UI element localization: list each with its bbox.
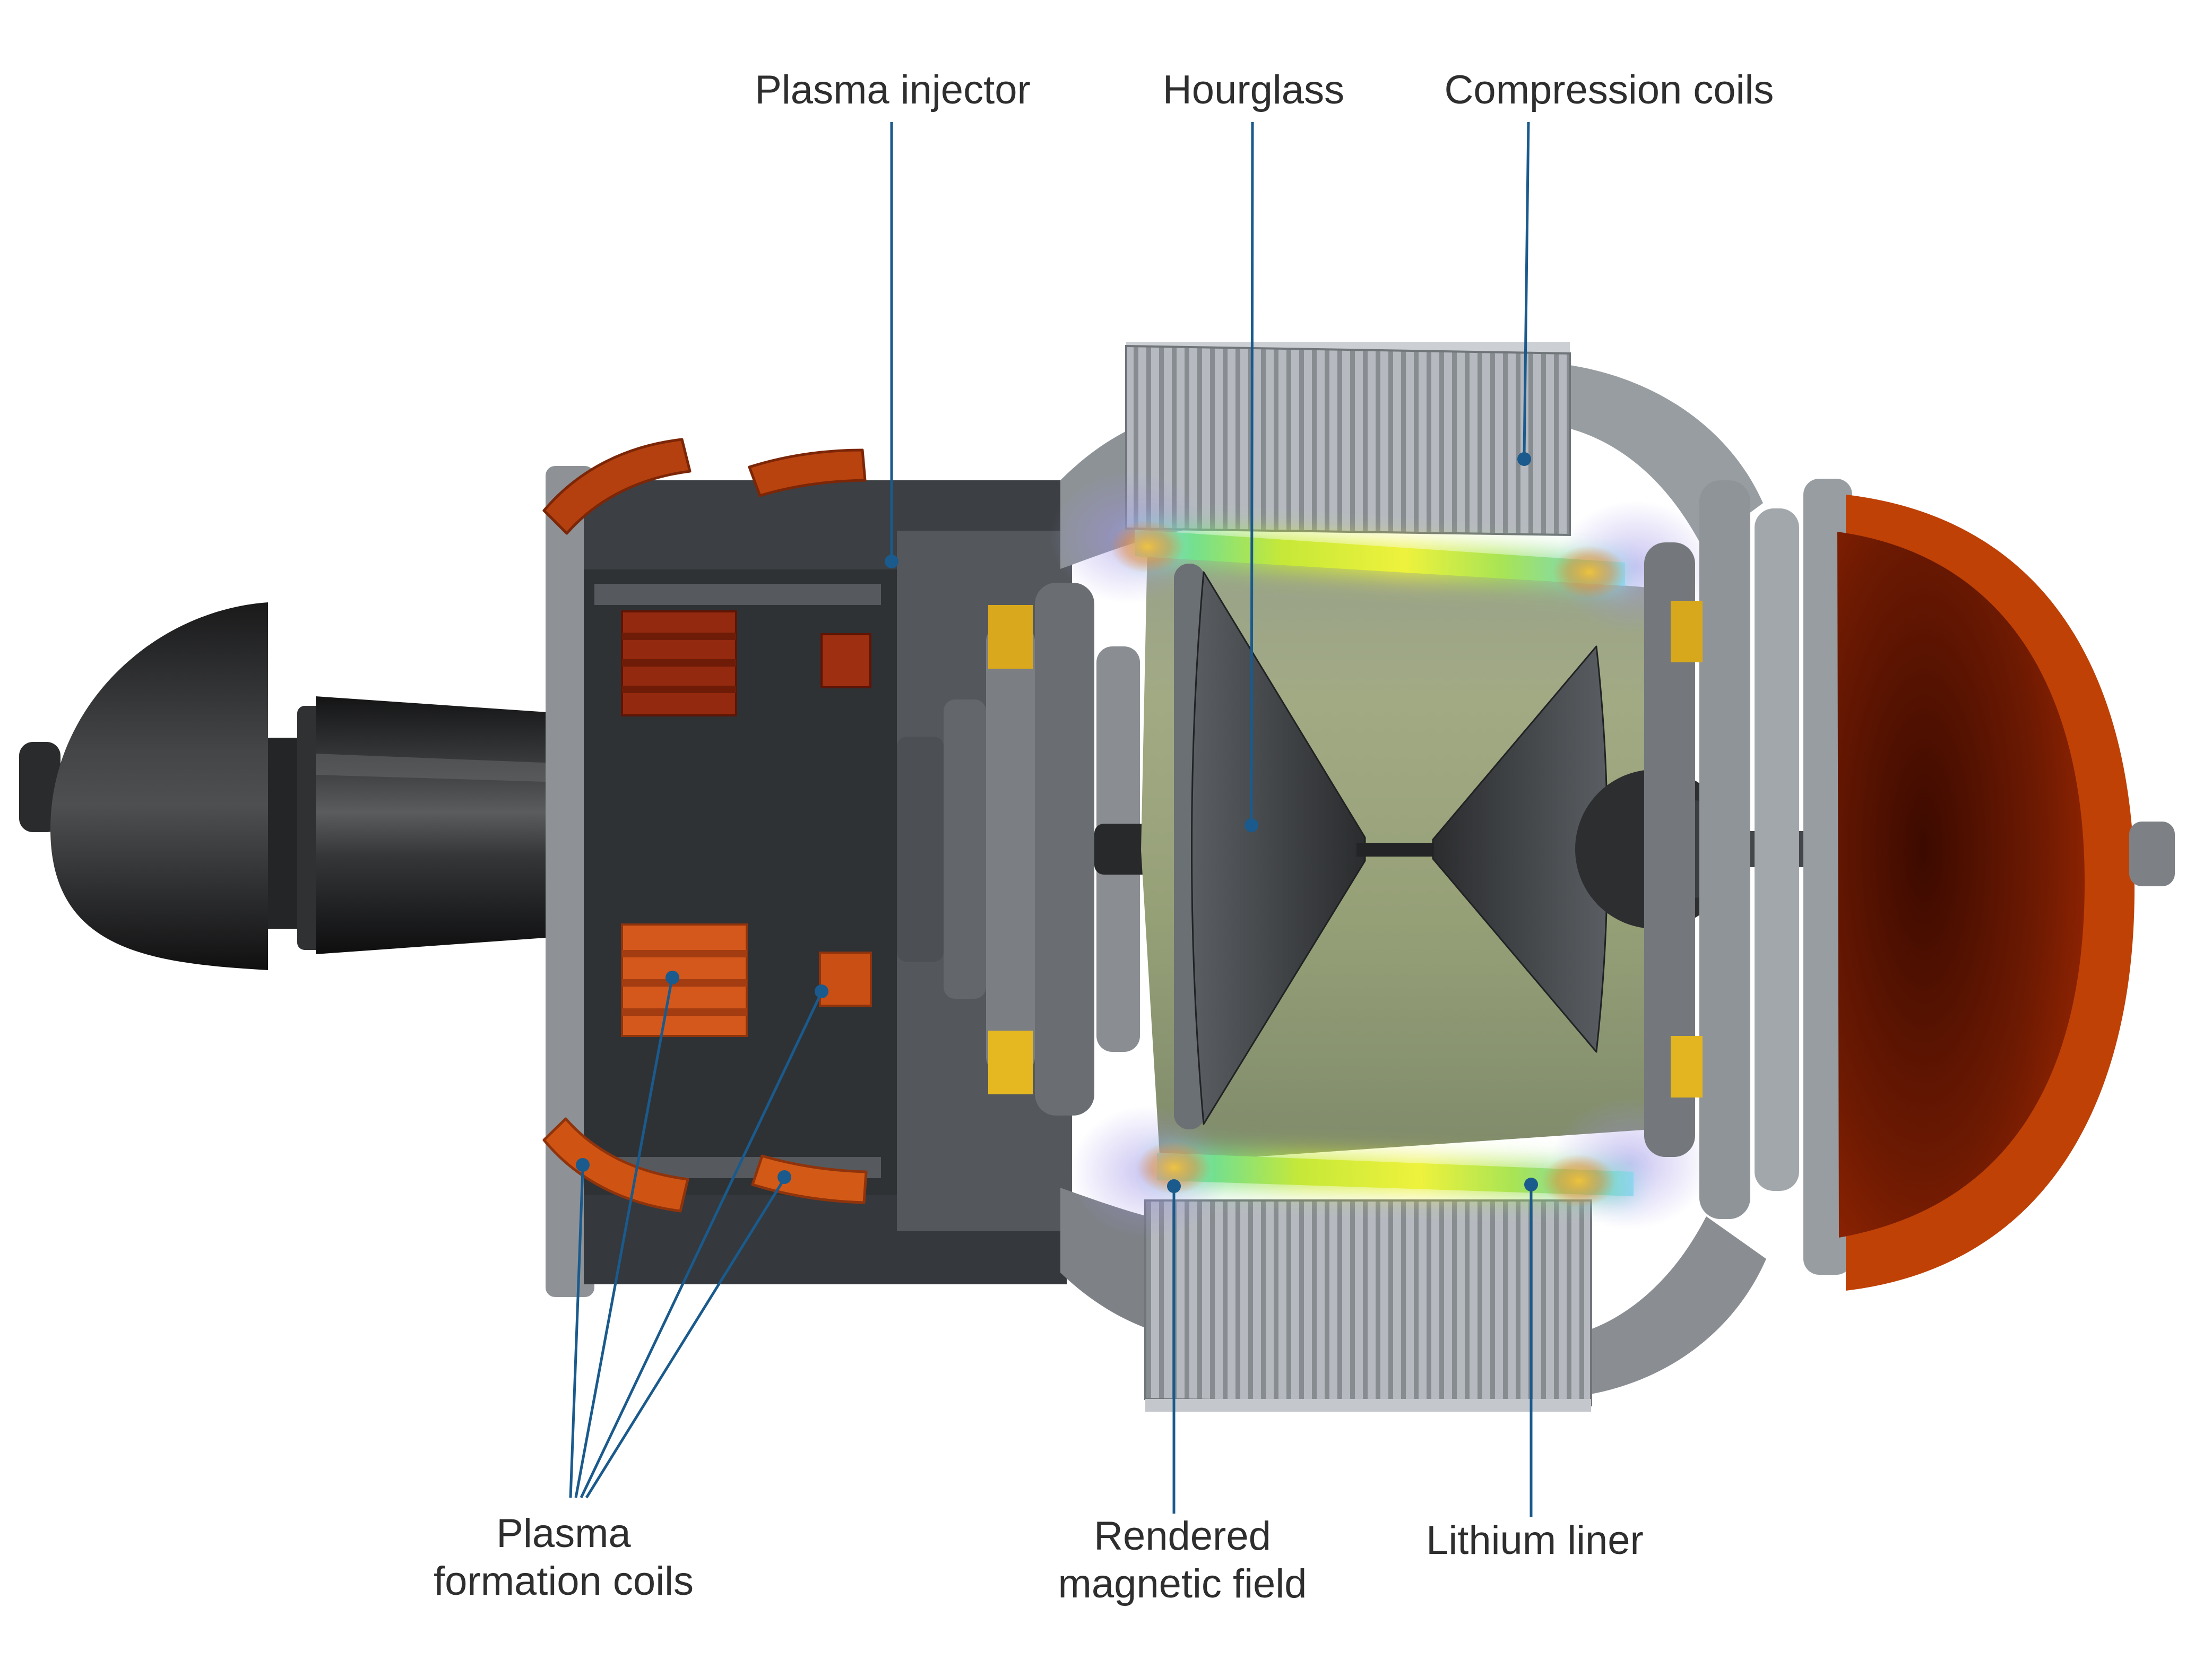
- orange-arc-bottom-left: [542, 1117, 689, 1213]
- plasma-formation-coil-top-large: [621, 610, 737, 716]
- plasma-formation-coil-bottom-large: [621, 923, 748, 1037]
- field-hotspot-4: [1542, 1154, 1616, 1207]
- leader-dot: [777, 1170, 791, 1184]
- hourglass-left-cone: [1191, 571, 1366, 1125]
- right-disc-3: [1755, 508, 1799, 1191]
- label-plasma-injector: Plasma injector: [755, 67, 1031, 113]
- housing-inner-lip-top: [594, 584, 881, 605]
- insulator-ring-top-left: [988, 605, 1033, 669]
- leader-line: [1250, 122, 1254, 822]
- insulator-ring-bottom-left: [988, 1031, 1033, 1094]
- end-dome: [1837, 532, 2085, 1238]
- field-hotspot-1: [1110, 520, 1185, 573]
- field-hotspot-2: [1552, 546, 1627, 599]
- label-rendered-magnetic-field-line1: Rendered: [1094, 1514, 1271, 1559]
- leader-dot: [1245, 818, 1258, 832]
- leader-hourglass: [1245, 122, 1258, 832]
- leader-dot: [576, 1158, 590, 1172]
- label-plasma-formation-coils-line2: formation coils: [434, 1559, 694, 1604]
- label-plasma-formation-coils-line1: Plasma: [496, 1511, 631, 1556]
- leader-line: [585, 1179, 785, 1499]
- transition-disc-2: [944, 699, 986, 999]
- leader-dot: [1167, 1179, 1181, 1193]
- transition-disc-4: [1035, 583, 1094, 1116]
- magnetic-field-band-bottom: [1157, 1153, 1634, 1196]
- housing-left-frame: [546, 466, 594, 1297]
- right-disc-2: [1699, 480, 1750, 1219]
- vessel-shell-bottom-right: [1586, 1216, 1766, 1395]
- label-lithium-liner: Lithium liner: [1426, 1518, 1644, 1563]
- injector-end-nub: [19, 742, 61, 832]
- leader-line: [1523, 122, 1530, 456]
- plasma-formation-coil-top-small: [820, 633, 871, 688]
- leader-line: [569, 1168, 584, 1498]
- compression-coils-bottom: [1144, 1199, 1592, 1412]
- orange-arc-top-left: [542, 438, 692, 535]
- compression-coils-top: [1125, 342, 1571, 537]
- leader-rendered-magnetic-field: [1167, 1179, 1181, 1514]
- label-hourglass: Hourglass: [1163, 67, 1344, 113]
- leader-lithium-liner: [1524, 1178, 1538, 1517]
- leader-plasma-injector: [885, 122, 898, 568]
- insulator-ring-top-right: [1671, 601, 1703, 662]
- right-disc-1: [1644, 542, 1695, 1157]
- label-compression-coils: Compression coils: [1445, 67, 1774, 113]
- injector-end-cap: [50, 602, 268, 970]
- insulator-ring-bottom-right: [1671, 1036, 1703, 1098]
- leader-dot: [1517, 452, 1531, 466]
- field-hotspot-3: [1137, 1141, 1211, 1194]
- leader-line: [580, 995, 822, 1499]
- orange-arc-top-right: [748, 448, 867, 497]
- leader-dot: [1524, 1178, 1538, 1191]
- plasma-formation-coil-bottom-small: [819, 952, 872, 1007]
- leader-compression-coils: [1517, 122, 1531, 466]
- transition-disc-1: [897, 737, 944, 962]
- leader-dot: [666, 971, 679, 984]
- end-dome-nub: [2129, 822, 2175, 886]
- leader-dot: [885, 555, 898, 568]
- transition-disc-3: [986, 625, 1035, 1073]
- leader-line: [574, 981, 673, 1498]
- leader-plasma-formation-coils: [569, 971, 828, 1499]
- magnetic-field-band-top: [1135, 530, 1625, 586]
- leader-dot: [815, 984, 828, 998]
- label-rendered-magnetic-field-line2: magnetic field: [1058, 1561, 1307, 1606]
- orange-arc-bottom-right: [751, 1154, 868, 1204]
